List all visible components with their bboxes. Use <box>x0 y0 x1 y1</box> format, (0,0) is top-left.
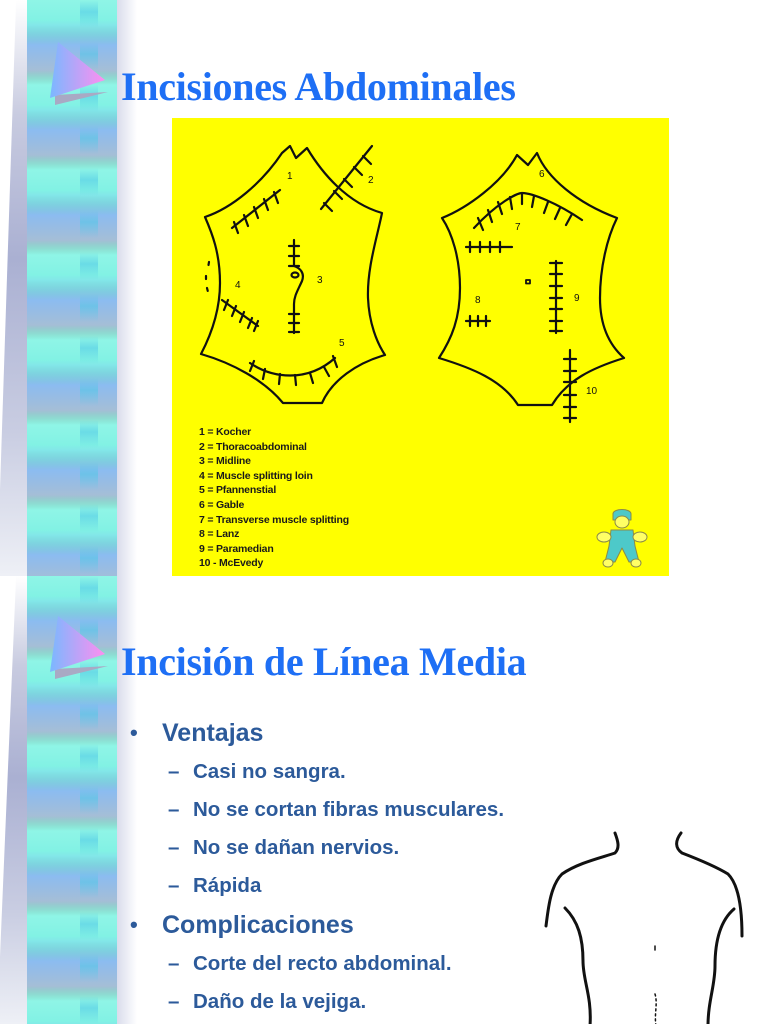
slide-title: Incisión de Línea Media <box>121 639 527 684</box>
figure-label-7: 7 <box>515 222 521 233</box>
left-torso-outline <box>199 144 387 405</box>
sub-item: –Daño de la vejiga. <box>168 990 367 1013</box>
legend-item: 6 = Gable <box>199 498 245 511</box>
legend-item: 1 = Kocher <box>199 426 251 438</box>
decorative-strip-shadow <box>117 0 137 576</box>
incisions-legend: 1 = Kocher 2 = Thoracoabdominal 3 = Midl… <box>199 425 349 571</box>
incisions-figure: 1 2 3 4 5 6 7 8 9 10 1 = Kocher 2 = Thor… <box>172 118 669 576</box>
figure-label-1: 1 <box>287 171 293 182</box>
sub-list: –Corte del recto abdominal. –Daño de la … <box>162 945 504 1021</box>
sub-item: –Corte del recto abdominal. <box>168 952 452 975</box>
sub-list: –Casi no sangra. –No se cortan fibras mu… <box>162 753 504 905</box>
abdominal-incisions-diagram <box>199 144 626 424</box>
bullet-label: Complicaciones <box>162 911 354 939</box>
right-torso-outline <box>437 151 626 407</box>
figure-label-4: 4 <box>235 280 241 291</box>
figure-label-6: 6 <box>539 169 545 180</box>
legend-item: 2 = Thoracoabdominal <box>199 440 307 453</box>
legend-item: 4 = Muscle splitting loin <box>199 469 313 482</box>
triangle-bullet-icon <box>50 42 108 105</box>
figure-label-9: 9 <box>574 293 580 304</box>
sub-item: –No se cortan fibras musculares. <box>168 798 505 821</box>
slide-incision-linea-media: Incisión de Línea Media Ventajas –Casi n… <box>0 576 768 1024</box>
sub-item: –No se dañan nervios. <box>168 836 400 859</box>
figure-label-2: 2 <box>368 175 374 186</box>
sub-item: –Rápida <box>168 874 262 897</box>
bullet-ventajas: Ventajas –Casi no sangra. –No se cortan … <box>130 713 504 905</box>
surgeon-figure-icon <box>596 509 648 568</box>
slide-title: Incisiones Abdominales <box>121 64 516 109</box>
torso-outline-illustration <box>544 831 744 1024</box>
legend-item: 5 = Pfannenstial <box>199 484 277 497</box>
bullet-complicaciones: Complicaciones –Corte del recto abdomina… <box>130 905 504 1021</box>
figure-label-10: 10 <box>586 386 598 397</box>
figure-label-5: 5 <box>339 338 345 349</box>
slide-incisiones-abdominales: Incisiones Abdominales <box>0 0 669 576</box>
legend-item: 7 = Transverse muscle splitting <box>199 513 349 526</box>
bullet-list: Ventajas –Casi no sangra. –No se cortan … <box>130 713 504 1021</box>
sub-item: –Casi no sangra. <box>168 760 346 783</box>
legend-item: 9 = Paramedian <box>199 542 274 555</box>
legend-item: 3 = Midline <box>199 455 251 468</box>
legend-item: 10 - McEvedy <box>199 557 264 570</box>
bullet-label: Ventajas <box>162 719 264 747</box>
legend-item: 8 = Lanz <box>199 528 240 541</box>
figure-label-3: 3 <box>317 275 323 286</box>
figure-label-8: 8 <box>475 295 481 306</box>
triangle-bullet-icon <box>50 616 108 679</box>
